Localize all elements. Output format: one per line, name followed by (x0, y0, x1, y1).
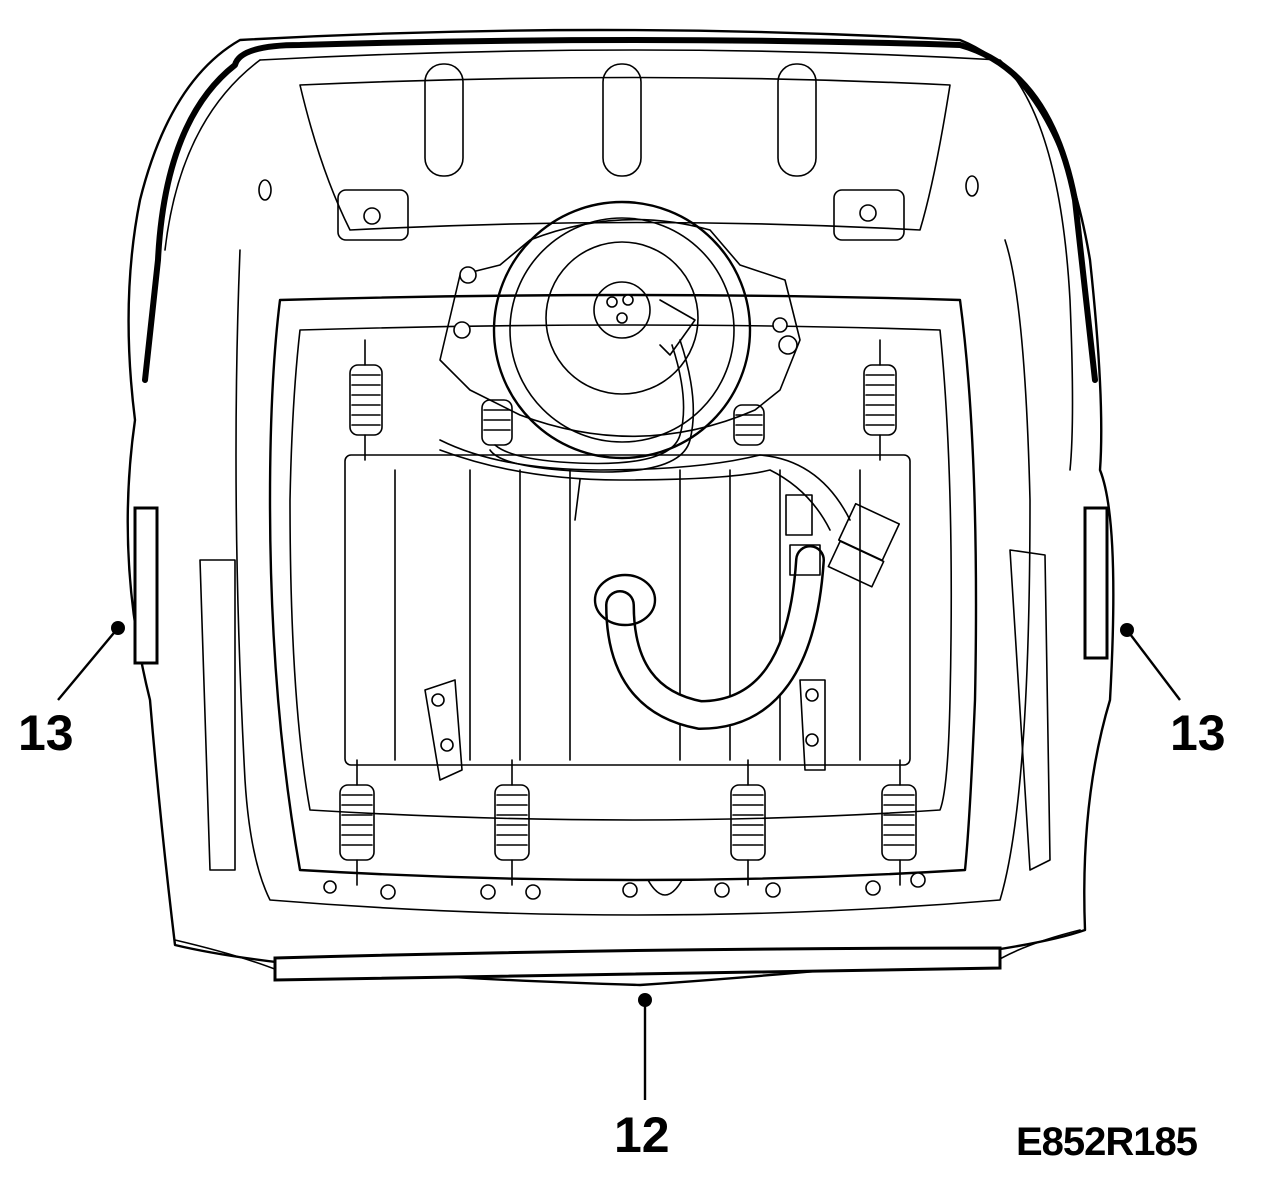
upper-springs (349, 339, 897, 461)
spring-upper-4 (863, 339, 897, 461)
heater-motor-unit (439, 200, 801, 473)
lower-springs (339, 759, 917, 886)
callout-label-12: 12 (614, 1107, 670, 1163)
spring-upper-2 (481, 399, 513, 446)
right-side-seal-leader (1126, 629, 1181, 701)
right-side-seal-strip (1083, 506, 1109, 660)
seat-rear-molding (258, 63, 979, 241)
seat-shell-outline (126, 28, 1115, 987)
spring-lower-4 (881, 759, 917, 886)
left-side-seal-leader (57, 627, 119, 701)
spring-lower-2 (494, 759, 530, 886)
spring-upper-3 (733, 404, 765, 446)
figure-reference-code: E852R185 (1016, 1120, 1198, 1164)
mounting-brackets (424, 679, 826, 781)
seal-strips (133, 37, 1109, 982)
left-side-seal-strip (133, 506, 159, 665)
spring-lower-1 (339, 759, 375, 886)
spring-lower-3 (730, 759, 766, 886)
wiring-harness (439, 439, 901, 588)
seat-frame (235, 239, 1031, 916)
leader-lines (57, 621, 1181, 1100)
front-edge-seal-strip (273, 946, 1002, 982)
side-panels (199, 549, 1051, 871)
drain-hose (593, 544, 825, 731)
callout-label-13-left: 13 (18, 705, 74, 761)
spring-upper-1 (349, 339, 383, 461)
callout-label-13-right: 13 (1170, 705, 1226, 761)
front-rail-holes (323, 872, 926, 900)
